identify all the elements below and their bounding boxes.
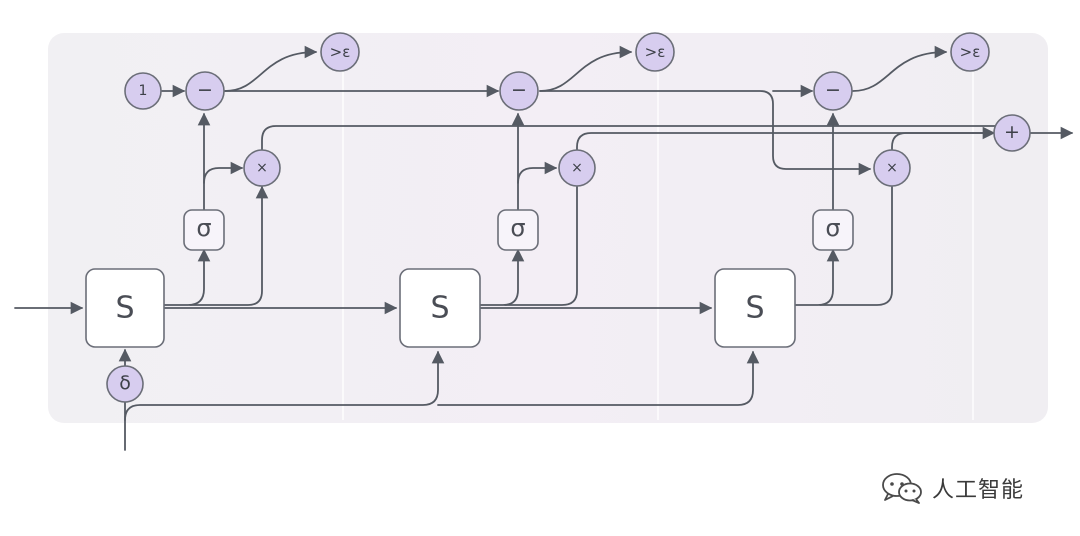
- sigmoid-label: σ: [510, 214, 525, 242]
- threshold-label: >ε: [645, 43, 666, 61]
- sum-node: +: [993, 114, 1031, 152]
- threshold-node-2: >ε: [635, 32, 675, 72]
- one-node: 1: [124, 72, 162, 110]
- sigmoid-label: σ: [196, 214, 211, 242]
- watermark-text: 人工智能: [932, 478, 1025, 503]
- delta-node: δ: [106, 365, 144, 403]
- multiply-label: ×: [886, 160, 898, 176]
- state-label: S: [430, 291, 449, 326]
- sigmoid-gate-2: σ: [497, 209, 539, 251]
- sigmoid-gate-1: σ: [183, 209, 225, 251]
- delta-label: δ: [119, 372, 131, 394]
- state-block-2: S: [399, 268, 481, 348]
- watermark: 人工智能: [880, 470, 1024, 506]
- sum-label: +: [1004, 121, 1020, 143]
- wechat-icon: [882, 473, 922, 504]
- state-block-1: S: [85, 268, 165, 348]
- subtract-label: −: [197, 79, 213, 101]
- subtract-label: −: [511, 79, 527, 101]
- threshold-label: >ε: [960, 43, 981, 61]
- subtract-node-2: −: [499, 71, 539, 111]
- threshold-label: >ε: [330, 43, 351, 61]
- subtract-node-1: −: [185, 71, 225, 111]
- wires: [14, 45, 1074, 451]
- state-block-3: S: [714, 268, 796, 348]
- multiply-node-1: ×: [243, 149, 281, 187]
- state-label: S: [745, 291, 764, 326]
- subtract-label: −: [825, 79, 841, 101]
- background-panel: [48, 33, 1048, 423]
- threshold-node-1: >ε: [320, 32, 360, 72]
- state-label: S: [115, 291, 134, 326]
- multiply-label: ×: [256, 160, 268, 176]
- sigmoid-gate-3: σ: [812, 209, 854, 251]
- multiply-node-2: ×: [558, 149, 596, 187]
- sigmoid-label: σ: [825, 214, 840, 242]
- threshold-node-3: >ε: [950, 32, 990, 72]
- one-label: 1: [139, 83, 148, 99]
- multiply-node-3: ×: [873, 149, 911, 187]
- subtract-node-3: −: [813, 71, 853, 111]
- multiply-label: ×: [571, 160, 583, 176]
